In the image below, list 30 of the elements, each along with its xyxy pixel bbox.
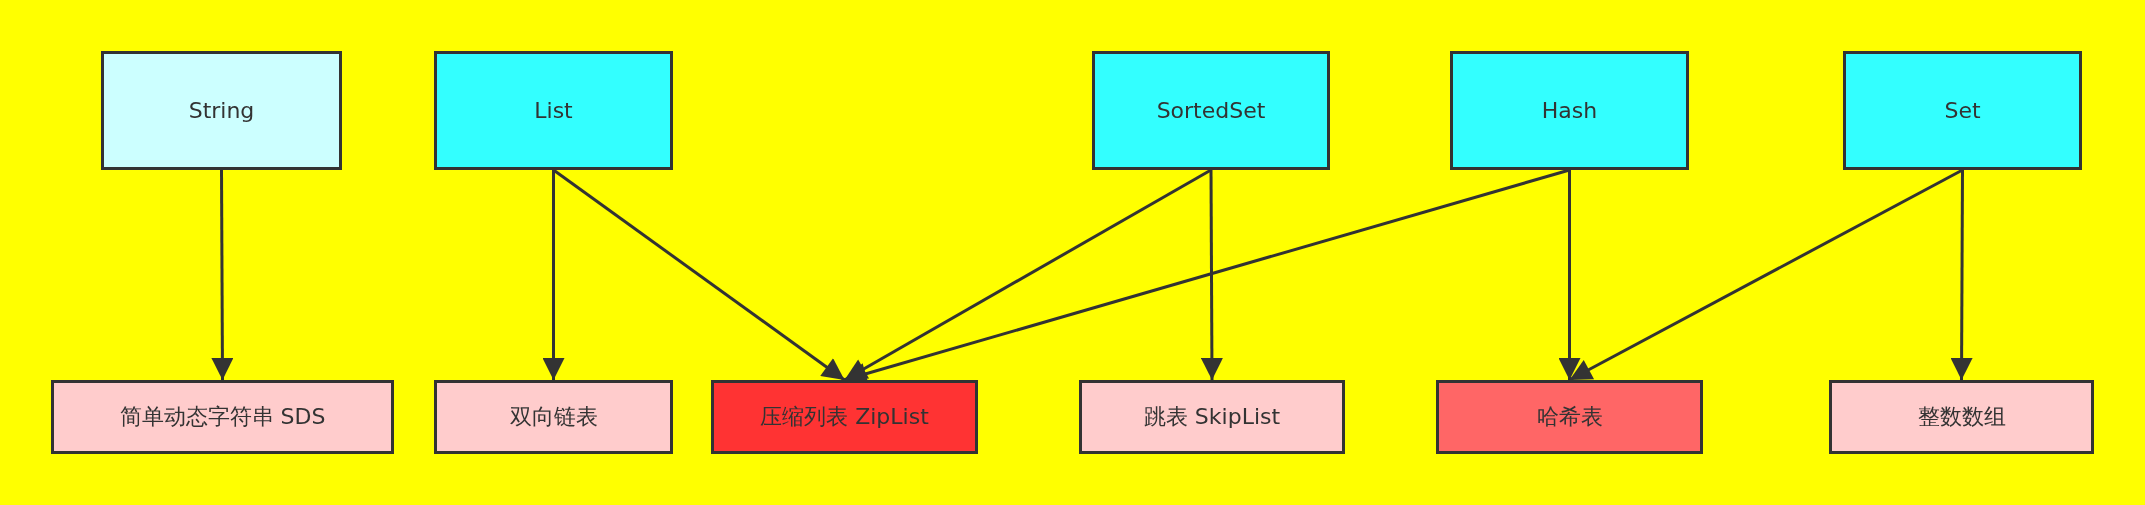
arrow [1200,170,1223,380]
structure-box [1079,380,1345,454]
type-box [434,51,673,170]
node-label: 压缩列表 ZipList [760,403,929,431]
arrow [1568,168,1964,382]
arrow [211,170,234,380]
structure-box [1436,380,1703,454]
type-box [1092,51,1330,170]
structure-box [1829,380,2094,454]
type-box [1843,51,2082,170]
node-label: 整数数组 [1917,403,2006,431]
type-box [101,51,342,170]
structure-box [51,380,394,454]
structure-box [711,380,978,454]
arrow [843,168,1212,382]
type-box [1450,51,1689,170]
node-label: 哈希表 [1536,403,1603,431]
node-label: List [534,98,573,123]
node-label: Set [1944,98,1981,123]
node-label: String [188,98,255,123]
node-label: 双向链表 [509,403,598,431]
arrow [552,168,846,382]
arrow [1950,170,1973,380]
arrow [1558,170,1581,380]
node-label: SortedSet [1156,98,1266,123]
node-label: Hash [1541,98,1598,123]
structure-box [434,380,673,454]
node-label: 简单动态字符串 SDS [119,403,326,431]
node-label: 跳表 SkipList [1143,403,1281,431]
arrow [542,170,565,380]
